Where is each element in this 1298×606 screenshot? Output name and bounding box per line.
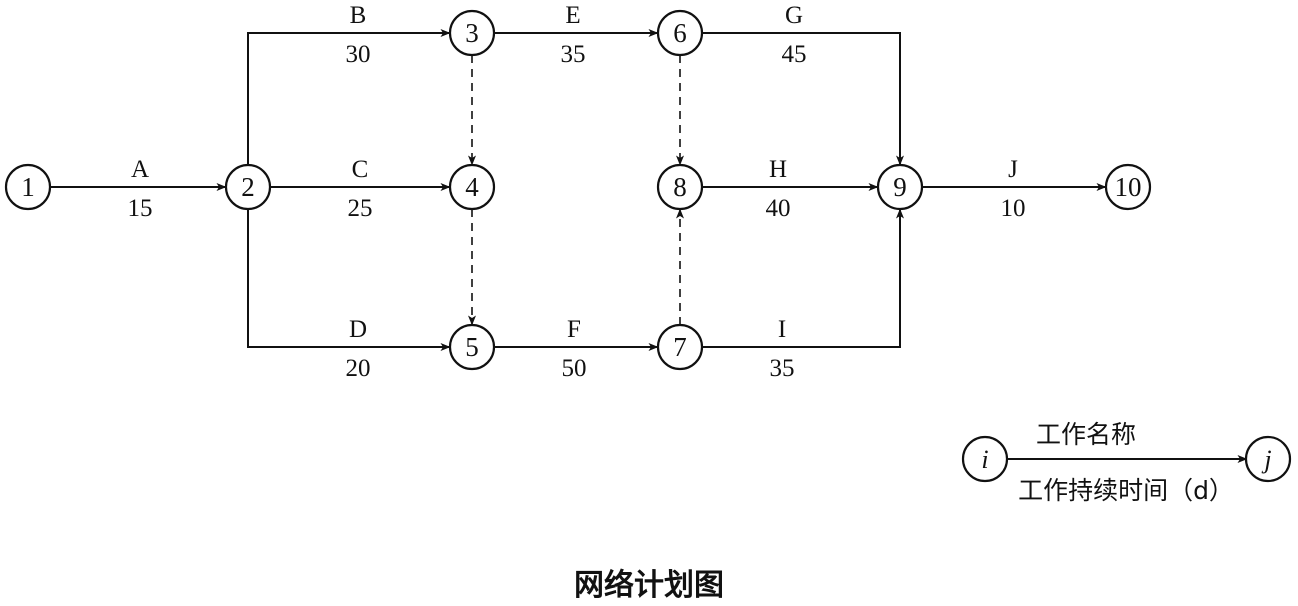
activity-arrow-d: [247, 209, 451, 351]
legend-duration-label: 工作持续时间（d）: [1018, 476, 1234, 505]
activity-name-f: F: [567, 316, 581, 343]
activity-duration-j: 10: [1001, 195, 1026, 222]
activity-duration-b: 30: [346, 41, 371, 68]
node-1: 1: [4, 163, 52, 211]
node-9: 9: [876, 163, 924, 211]
activity-arrow-b: [247, 29, 451, 165]
node-label-9: 9: [893, 172, 907, 202]
node-label-10: 10: [1115, 172, 1142, 202]
activity-arrow-g: [702, 32, 904, 166]
legend-end-node-label: j: [1261, 445, 1271, 474]
activity-name-g: G: [785, 2, 803, 29]
node-circle-9: [876, 163, 924, 211]
legend-activity-name-label: 工作名称: [1036, 420, 1136, 449]
activity-duration-e: 35: [561, 41, 586, 68]
node-circle-10: [1104, 163, 1152, 211]
node-8: 8: [656, 163, 704, 211]
activity-duration-i: 35: [770, 355, 795, 382]
node-label-3: 3: [465, 18, 479, 48]
activity-name-d: D: [349, 316, 367, 343]
activity-duration-c: 25: [348, 195, 373, 222]
node-label-1: 1: [21, 172, 35, 202]
activity-duration-g: 45: [782, 41, 807, 68]
legend-start-node-label: i: [981, 445, 988, 474]
node-circle-1: [4, 163, 52, 211]
node-3: 3: [448, 9, 496, 57]
node-5: 5: [448, 323, 496, 371]
activity-duration-h: 40: [766, 195, 791, 222]
activity-name-i: I: [778, 316, 786, 343]
node-label-4: 4: [465, 172, 479, 202]
activity-name-a: A: [131, 156, 149, 183]
edges-layer: [50, 29, 1107, 351]
node-label-7: 7: [673, 332, 687, 362]
node-label-2: 2: [241, 172, 255, 202]
activity-name-c: C: [352, 156, 369, 183]
activity-duration-f: 50: [562, 355, 587, 382]
activity-name-j: J: [1008, 156, 1018, 183]
node-circle-7: [656, 323, 704, 371]
node-7: 7: [656, 323, 704, 371]
diagram-caption: 网络计划图: [574, 568, 724, 603]
node-label-6: 6: [673, 18, 687, 48]
activity-arrow-i: [702, 208, 904, 348]
node-6: 6: [656, 9, 704, 57]
activity-name-e: E: [565, 2, 580, 29]
node-circle-2: [224, 163, 272, 211]
node-4: 4: [448, 163, 496, 211]
activity-duration-d: 20: [346, 355, 371, 382]
node-10: 10: [1104, 163, 1152, 211]
node-circle-5: [448, 323, 496, 371]
legend: i j 工作名称 工作持续时间（d）: [961, 420, 1292, 505]
activity-name-b: B: [350, 2, 367, 29]
node-circle-4: [448, 163, 496, 211]
legend-start-node: [961, 435, 1009, 483]
activity-duration-a: 15: [128, 195, 153, 222]
legend-end-node: [1244, 435, 1292, 483]
node-circle-6: [656, 9, 704, 57]
node-label-5: 5: [465, 332, 479, 362]
node-circle-8: [656, 163, 704, 211]
node-2: 2: [224, 163, 272, 211]
node-label-8: 8: [673, 172, 687, 202]
activity-name-h: H: [769, 156, 787, 183]
node-circle-3: [448, 9, 496, 57]
